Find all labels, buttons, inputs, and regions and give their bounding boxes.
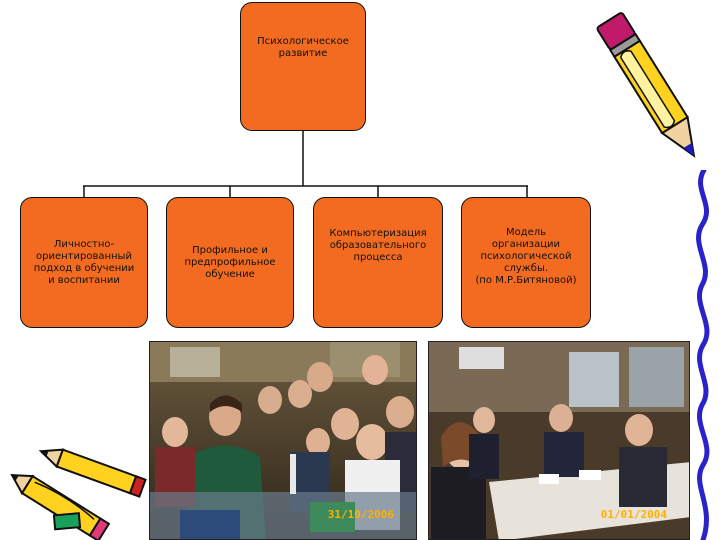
label-line: Модель: [505, 226, 547, 238]
label-line: Профильное и: [192, 244, 268, 256]
label-line: ориентированный: [36, 250, 132, 262]
root-node-label: Психологическое развитие: [257, 36, 349, 60]
label-line: и воспитании: [48, 274, 120, 286]
child-node-profile-education: Профильное и предпрофильное обучение: [166, 197, 294, 328]
photo-meeting-image: [429, 342, 689, 539]
photo-date-stamp: 31/10/2006: [327, 508, 394, 521]
pencil-icon: [10, 448, 147, 540]
child-node-psych-service-model: Модель организации психологической служб…: [461, 197, 591, 328]
root-label-line: развитие: [278, 47, 328, 59]
child-node-personal-approach: Личностно- ориентированный подход в обуч…: [20, 197, 148, 328]
label-line: обучение: [205, 268, 255, 280]
photo-students-meeting: 01/01/2004: [428, 341, 690, 540]
root-node: Психологическое развитие: [240, 2, 366, 131]
label-line: (по М.Р.Битяновой): [475, 274, 577, 286]
photo-date-stamp: 01/01/2004: [600, 508, 667, 521]
child-node-label: Профильное и предпрофильное обучение: [184, 245, 275, 281]
label-line: организации: [491, 238, 561, 250]
photo-classroom-image: [150, 342, 416, 539]
label-line: службы.: [503, 262, 549, 274]
root-label-line: Психологическое: [257, 35, 349, 47]
label-line: Компьютеризация: [329, 227, 427, 239]
label-line: процесса: [353, 251, 403, 263]
child-node-computerization: Компьютеризация образовательного процесс…: [313, 197, 443, 328]
child-node-label: Компьютеризация образовательного процесс…: [329, 228, 426, 264]
label-line: образовательного: [329, 239, 427, 251]
label-line: подход в обучении: [33, 262, 135, 274]
child-node-label: Модель организации психологической служб…: [475, 227, 576, 287]
wavy-line-decoration: [696, 170, 710, 540]
photo-classroom-children: 31/10/2006: [149, 341, 417, 540]
label-line: психологической: [480, 250, 572, 262]
label-line: предпрофильное: [184, 256, 276, 268]
label-line: Личностно-: [53, 238, 115, 250]
pencil-icon: [596, 12, 696, 158]
child-node-label: Личностно- ориентированный подход в обуч…: [34, 239, 135, 287]
